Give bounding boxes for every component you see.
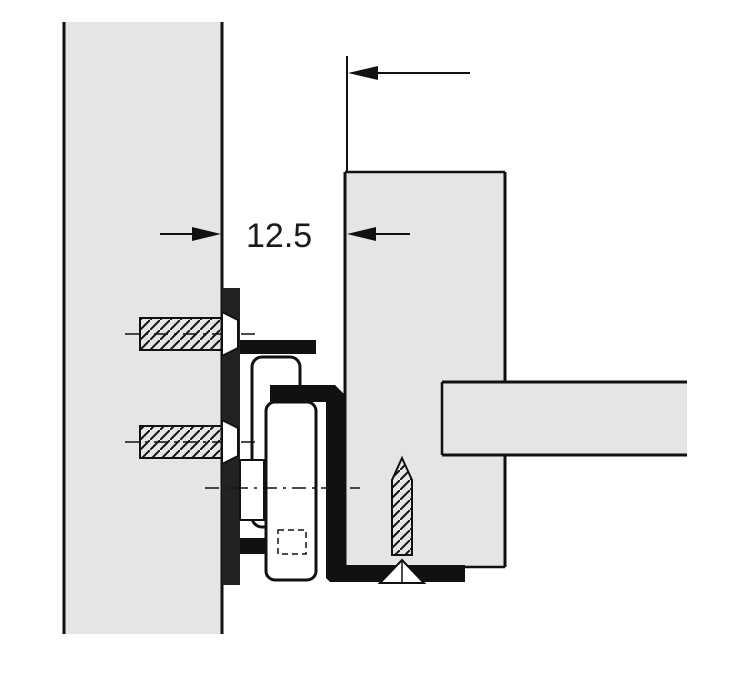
top-arrow xyxy=(348,66,470,80)
cabinet-mounting-screw xyxy=(125,418,258,466)
drawer-mounting-screw xyxy=(377,455,427,584)
left-dimension-arrow xyxy=(160,227,221,241)
right-dimension-arrow xyxy=(347,227,410,241)
slide-rail-drawer-member xyxy=(205,385,465,582)
drawer-bottom-panel xyxy=(440,380,687,457)
dimension-label: 12.5 xyxy=(246,217,312,255)
cabinet-mounting-screw xyxy=(125,310,258,358)
